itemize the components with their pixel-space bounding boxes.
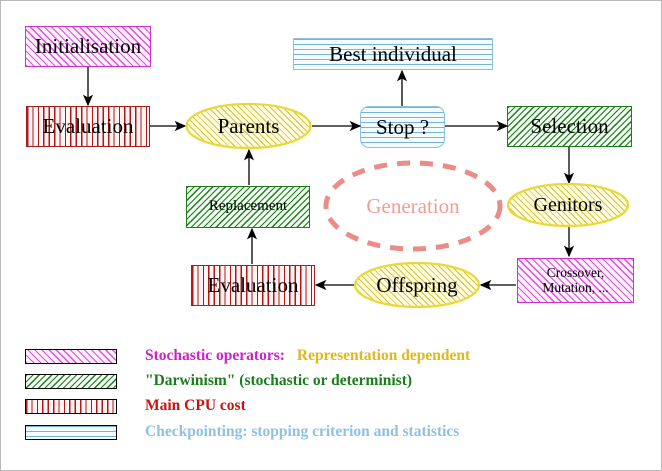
node-generation: Generation [326,163,500,249]
node-genitors[interactable]: Genitors [508,184,628,226]
node-replacement[interactable]: Replacement [186,186,310,228]
legend-item-darwinism: "Darwinism" (stochastic or determinist) [25,370,412,392]
node-replacement-label: Replacement [208,198,288,215]
legend-label-representation-dependent: Representation dependent [296,347,471,364]
node-best-individual[interactable]: Best individual [293,38,493,70]
node-crossover-mutation-label: Crossover, Mutation, ... [542,265,609,295]
legend-item-checkpointing: Checkpointing: stopping criterion and st… [25,421,459,443]
node-offspring-label: Offspring [376,272,458,297]
legend-label-main-cpu-cost: Main CPU cost [145,397,246,414]
node-evaluation-bottom[interactable]: Evaluation [191,265,315,306]
node-evaluation-top-label: Evaluation [42,114,134,139]
node-stop[interactable]: Stop ? [360,106,445,148]
node-initialisation-label: Initialisation [34,34,142,59]
legend-item-stochastic-operators: Stochastic operators: Representation dep… [25,345,470,367]
node-best-individual-label: Best individual [329,41,457,66]
legend-swatch-green-diagonal-hatch [25,373,117,389]
legend-label-checkpointing: Checkpointing: stopping criterion and st… [145,423,460,440]
legend-label-darwinism: "Darwinism" (stochastic or determinist) [145,372,413,389]
node-evaluation-top[interactable]: Evaluation [26,106,150,147]
node-generation-label: Generation [366,193,460,218]
node-selection-label: Selection [530,114,609,139]
legend: Stochastic operators: Representation dep… [1,339,661,459]
node-initialisation[interactable]: Initialisation [25,26,151,67]
legend-swatch-blue-horizontal-lines [25,424,117,440]
node-genitors-label: Genitors [533,193,603,216]
node-parents[interactable]: Parents [186,104,311,148]
legend-label-stochastic-operators: Stochastic operators: [145,347,285,364]
legend-swatch-red-vertical-stripes [25,398,117,414]
node-crossover-mutation[interactable]: Crossover, Mutation, ... [517,258,634,303]
legend-swatch-magenta-diagonal-hatch [25,348,117,364]
legend-item-main-cpu-cost: Main CPU cost [25,395,246,417]
node-selection[interactable]: Selection [507,106,632,147]
node-parents-label: Parents [217,113,280,138]
node-offspring[interactable]: Offspring [355,263,479,307]
node-evaluation-bottom-label: Evaluation [207,273,299,298]
node-stop-label: Stop ? [375,114,430,139]
